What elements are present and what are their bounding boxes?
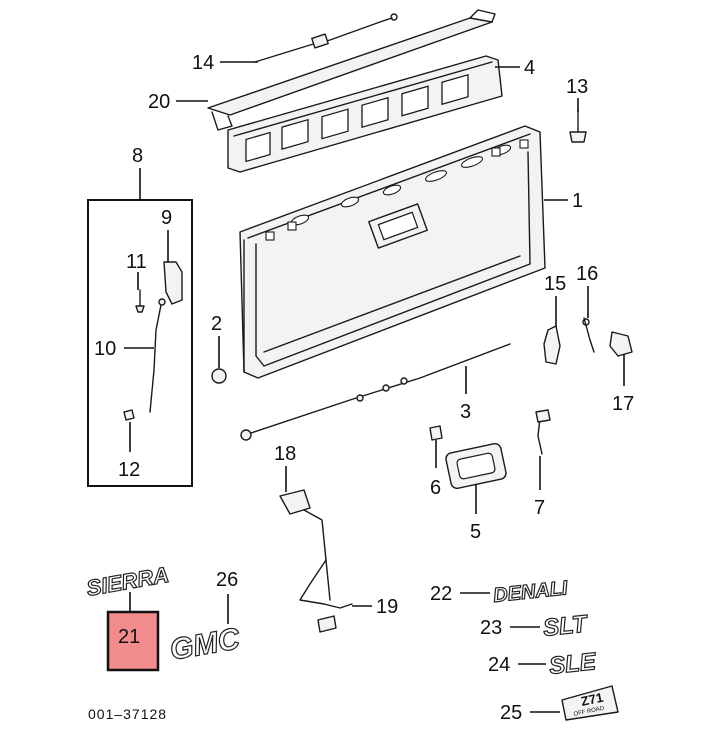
part-5-handle [445, 442, 507, 490]
sierra-emblem-text: SIERRA [85, 562, 171, 601]
part-22-denali-emblem: DENALI [492, 577, 570, 608]
part-6-clip [429, 425, 443, 441]
callout-7: 7 [534, 497, 545, 519]
callout-23: 23 [480, 617, 502, 639]
callout-2: 2 [211, 313, 222, 335]
callout-17: 17 [612, 393, 634, 415]
callout-22: 22 [430, 583, 452, 605]
callout-10: 10 [94, 338, 116, 360]
part-7-rod [535, 409, 551, 455]
callout-3: 3 [460, 401, 471, 423]
part-19-harness [299, 509, 353, 633]
callout-6: 6 [430, 477, 441, 499]
leader-lines [124, 61, 625, 713]
callout-18: 18 [274, 443, 296, 465]
callout-9: 9 [161, 207, 172, 229]
callout-21: 21 [118, 626, 140, 648]
part-23-slt-emblem: SLT [541, 610, 591, 643]
part-21-highlight-box [106, 610, 160, 672]
part-15-striker [543, 325, 561, 365]
part-9-latch [163, 261, 183, 305]
callout-14: 14 [192, 52, 214, 74]
part-12-clip [123, 409, 135, 421]
part-20-top-bar [207, 9, 496, 131]
gmc-emblem-text: GMC [167, 622, 243, 667]
callout-15: 15 [544, 273, 566, 295]
part-16-clip [582, 317, 595, 353]
part-24-sle-emblem: SLE [547, 648, 598, 681]
part-26-gmc-emblem: GMC [167, 621, 244, 667]
part-17-bumper [609, 331, 633, 357]
part-11-screw [135, 289, 145, 313]
callout-24: 24 [488, 654, 510, 676]
callout-16: 16 [576, 263, 598, 285]
callout-4: 4 [524, 57, 535, 79]
denali-emblem-text: DENALI [492, 577, 569, 607]
callout-25: 25 [500, 702, 522, 724]
z71-emblem-text: Z71 [580, 690, 605, 709]
callout-13: 13 [566, 76, 588, 98]
part-14-cable [254, 13, 398, 63]
part-4-inner-panel [227, 55, 503, 173]
callout-12: 12 [118, 459, 140, 481]
callout-numbers: 1 2 3 4 5 6 7 8 9 10 11 12 13 14 15 16 1… [94, 52, 634, 724]
callout-8: 8 [132, 145, 143, 167]
reference-code: 001–37128 [88, 706, 167, 722]
sle-emblem-text: SLE [548, 648, 598, 680]
slt-emblem-text: SLT [542, 610, 590, 642]
part-1-tailgate [239, 125, 546, 379]
callout-1: 1 [572, 190, 583, 212]
part-2-plug [211, 368, 227, 384]
callout-26: 26 [216, 569, 238, 591]
part-3-rod [240, 343, 511, 441]
part-25-z71-emblem: Z71 OFF ROAD [561, 685, 619, 721]
part-13-bolt [569, 109, 587, 143]
callout-11: 11 [126, 251, 147, 273]
part-10-rod [149, 298, 166, 413]
part-18-lock-actuator [279, 489, 311, 515]
part-21-sierra-emblem: SIERRA [84, 561, 171, 601]
callout-20: 20 [148, 91, 170, 113]
callout-19: 19 [376, 596, 398, 618]
callout-5: 5 [470, 521, 481, 543]
